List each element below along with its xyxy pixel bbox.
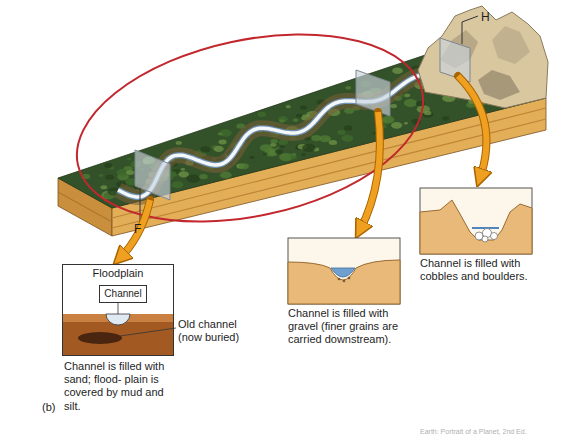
vegetation-spot (220, 172, 232, 179)
vegetation-spot (213, 146, 223, 152)
vegetation-spot (278, 116, 287, 122)
section-letter: F (134, 222, 154, 236)
inset-box: FloodplainChannel (62, 264, 174, 356)
vegetation-spot (263, 153, 267, 156)
vegetation-spot (178, 171, 188, 177)
channel-profile (420, 200, 532, 254)
vegetation-spot (171, 181, 183, 188)
vegetation-spot (390, 104, 397, 108)
channel-water (331, 268, 355, 277)
vegetation-spot (344, 125, 353, 130)
channel-lens (106, 314, 130, 325)
channel-box: Channel (99, 285, 147, 303)
channel-profile (288, 260, 400, 304)
vegetation-spot (329, 140, 337, 145)
inset-background (62, 264, 174, 356)
vegetation-spot (404, 93, 410, 97)
node-text: Channel (100, 288, 146, 300)
boulder (491, 233, 498, 240)
gravel (338, 278, 341, 281)
vegetation-spot (301, 153, 306, 156)
source-watermark: Earth: Portrait of a Planet, 2nd Ed. (420, 428, 560, 436)
mud-layer (63, 314, 173, 355)
leader-line (140, 188, 141, 222)
vegetation-spot (239, 163, 249, 169)
inset-caption: Channel is filled with gravel (finer gra… (288, 307, 408, 347)
gravel (348, 277, 351, 280)
section-plane (356, 70, 390, 116)
vegetation-spot (292, 153, 297, 156)
vegetation-spot (280, 145, 285, 148)
inset-caption: Channel is filled with cobbles and bould… (420, 257, 538, 283)
vegetation-spot (186, 174, 200, 182)
vegetation-spot (391, 122, 402, 129)
leader-line (120, 328, 176, 336)
leader-line (118, 303, 119, 314)
vegetation-spot (98, 174, 103, 177)
vegetation-spot (286, 105, 291, 108)
node-text: Floodplain (63, 267, 173, 280)
vegetation-spot (337, 130, 345, 135)
inset-caption: Channel is filled with sand; flood- plai… (64, 360, 170, 413)
highlight-ellipse (60, 5, 441, 250)
callout-label: Old channel (now buried) (178, 318, 260, 344)
vegetation-spot (127, 158, 132, 161)
gravel (343, 280, 346, 283)
mountains (418, 6, 548, 108)
vegetation-spot (258, 112, 267, 117)
vegetation-spot (275, 149, 283, 154)
vegetation-spot (296, 114, 302, 118)
vegetation-spot (345, 86, 351, 90)
vegetation-spot (105, 175, 114, 180)
section-letter: H (481, 10, 501, 24)
rock-face (478, 70, 520, 100)
callout-arrow-outline (360, 112, 380, 230)
vegetation-spot (275, 147, 279, 150)
vegetation-spot (199, 174, 208, 179)
vegetation-spot (270, 139, 277, 143)
inset-frame (420, 188, 532, 254)
vegetation-spot (302, 144, 316, 152)
panel-letter: (b) (42, 401, 64, 414)
vegetation-spot (342, 135, 354, 142)
vegetation-spot (100, 185, 107, 189)
rock-face (492, 26, 530, 64)
buried-channel (78, 332, 122, 344)
vegetation-spot (126, 170, 134, 175)
callout-arrow (458, 76, 486, 178)
vegetation-spot (176, 141, 182, 145)
vegetation-spot (104, 163, 112, 168)
boulder (482, 236, 488, 242)
vegetation-spot (404, 99, 417, 107)
vegetation-spot (300, 105, 307, 109)
callout-arrow-outline (458, 76, 486, 178)
vegetation-spot (218, 140, 226, 145)
vegetation-spot (392, 68, 403, 74)
vegetation-spot (442, 116, 449, 120)
callout-arrow (360, 112, 380, 230)
leader-line (462, 16, 478, 44)
inset-frame (288, 238, 400, 304)
vegetation-spot (200, 146, 211, 152)
vegetation-spot (293, 119, 299, 122)
vegetation-spot (249, 156, 254, 159)
vegetation-spot (181, 168, 185, 171)
vegetation-spot (404, 122, 408, 125)
vegetation-spot (218, 132, 224, 135)
vegetation-spot (319, 135, 331, 142)
vegetation-spot (279, 119, 285, 122)
